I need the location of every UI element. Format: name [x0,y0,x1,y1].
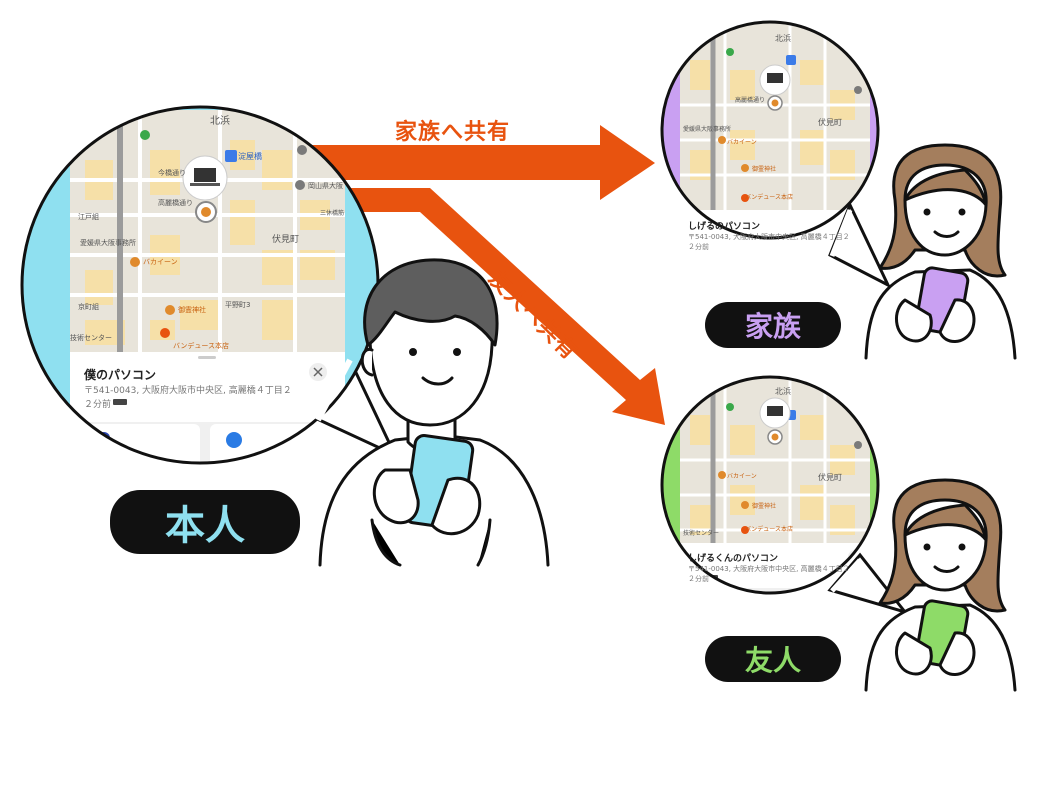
map-label: 今橋通り [158,169,186,177]
map-label: バカイーン [143,258,178,266]
arrow-family-share [300,125,655,200]
map-screen-family [680,22,870,238]
family-share-label: 家族へ共有 [395,120,511,145]
map-label: 技術センター [683,530,720,537]
map-label: 御霊神社 [752,166,777,173]
map-label: 北浜 [775,34,791,43]
device-time-family: ２分前 [688,243,709,251]
device-address-friend: 〒541-0043, 大阪府大阪市中央区, 高麗橋４丁目２ [688,565,850,573]
device-address-self: 〒541-0043, 大阪府大阪市中央区, 高麗橋４丁目２ [84,386,292,396]
label-family: 家族 [705,302,841,348]
map-label: バカイーン [727,139,757,146]
device-name-family: しげるのパソコン [688,222,761,232]
map-label: 御霊神社 [178,306,206,314]
map-label: 高麗橋通り [735,97,766,104]
map-screen-self [70,110,345,463]
device-time-self: ２分前 [84,400,112,410]
map-label: 愛媛県大阪事務所 [80,239,136,247]
map-label: 伏見町 [272,235,300,245]
map-label: 淀屋橋 [238,152,262,161]
label-self: 本人 [110,490,300,554]
map-label: 伏見町 [818,118,842,127]
map-label: 御霊神社 [752,503,777,510]
person-self [318,258,550,567]
device-address-family: 〒541-0043, 大阪府大阪市中央区, 高麗橋４丁目２ [688,233,850,241]
map-label: 愛媛県大阪事務所 [683,126,732,133]
map-label: バンデュース本店 [745,194,794,201]
device-time-friend: ２分前 [688,575,709,583]
map-label: 北浜 [775,387,791,396]
person-family [864,143,1017,360]
map-label: 北浜 [210,116,230,127]
map-label: バンデュース本店 [173,342,229,350]
bubble-friend [660,375,910,615]
map-label: 三休橋筋 [320,210,345,217]
map-label: バカイーン [727,473,757,480]
map-label: バンデュース本店 [745,526,794,533]
map-label: 京町組 [78,303,99,311]
map-label: 伏見町 [818,473,842,482]
bubble-self [20,105,399,465]
map-label: 高麗橋通り [158,199,193,207]
map-label: 岡山県大阪 [308,182,343,190]
label-friend: 友人 [705,636,841,682]
map-label: 江戸組 [78,213,99,221]
bubble-family [660,20,892,289]
device-name-friend: しげるくんのパソコン [688,554,779,564]
map-label: 技術センター [70,334,112,342]
person-friend [864,478,1017,692]
map-label: 平野町3 [225,301,251,309]
device-name-self: 僕のパソコン [84,368,157,382]
